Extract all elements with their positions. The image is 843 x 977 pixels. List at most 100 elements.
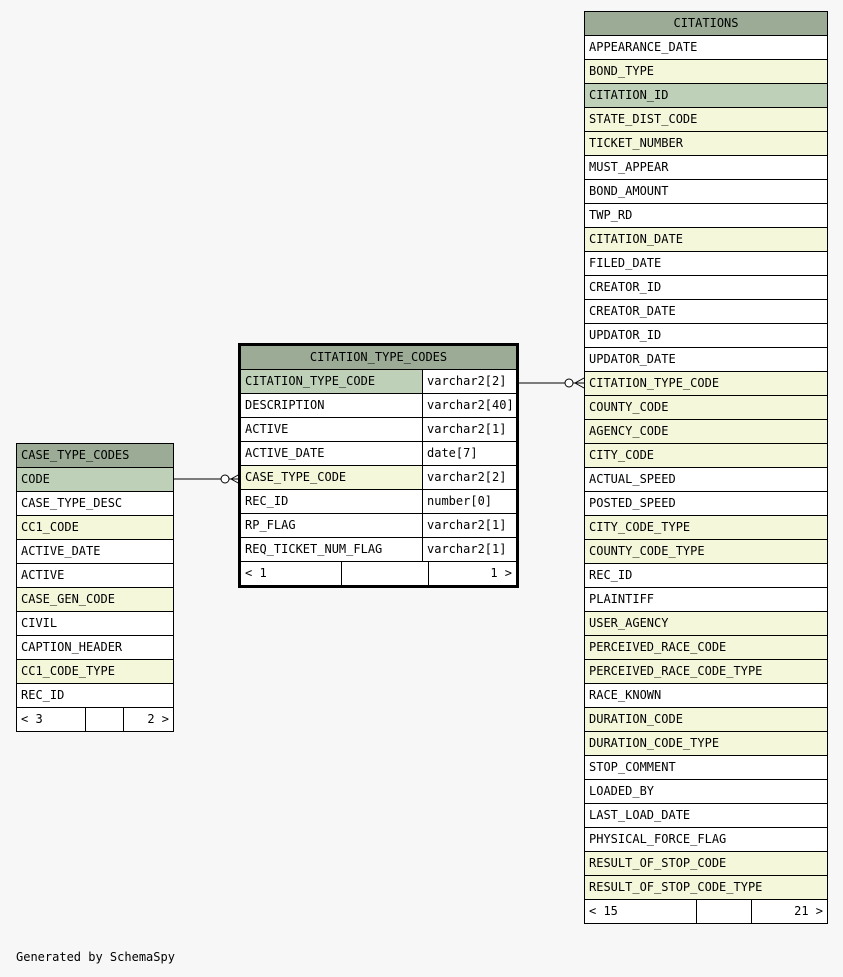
column-row-physical-force-flag[interactable]: PHYSICAL_FORCE_FLAG [585, 828, 827, 852]
column-name: ACTIVE_DATE [245, 446, 325, 460]
column-row-result-of-stop-code[interactable]: RESULT_OF_STOP_CODE [585, 852, 827, 876]
column-row-active-date[interactable]: ACTIVE_DATE date[7] [241, 442, 516, 466]
column-row-duration-code-type[interactable]: DURATION_CODE_TYPE [585, 732, 827, 756]
column-row-active[interactable]: ACTIVE [17, 564, 173, 588]
column-type: date[7] [422, 442, 516, 465]
column-name: CITATION_TYPE_CODE [589, 376, 720, 390]
column-row-perceived-race-code[interactable]: PERCEIVED_RACE_CODE [585, 636, 827, 660]
column-row-bond-type[interactable]: BOND_TYPE [585, 60, 827, 84]
children-count[interactable]: 21 > [751, 900, 827, 923]
column-row-updator-date[interactable]: UPDATOR_DATE [585, 348, 827, 372]
column-name: ACTIVE [21, 568, 65, 582]
column-row-citation-id[interactable]: CITATION_ID [585, 84, 827, 108]
column-type: varchar2[1] [422, 418, 516, 441]
column-name: DURATION_CODE [589, 712, 683, 726]
column-row-filed-date[interactable]: FILED_DATE [585, 252, 827, 276]
column-row-updator-id[interactable]: UPDATOR_ID [585, 324, 827, 348]
column-name: USER_AGENCY [589, 616, 669, 630]
column-name: PHYSICAL_FORCE_FLAG [589, 832, 727, 846]
children-count[interactable]: 1 > [428, 562, 516, 585]
column-row-city-code[interactable]: CITY_CODE [585, 444, 827, 468]
table-footer: < 3 2 > [17, 708, 173, 731]
column-row-caption-header[interactable]: CAPTION_HEADER [17, 636, 173, 660]
column-row-state-dist-code[interactable]: STATE_DIST_CODE [585, 108, 827, 132]
column-name: CIVIL [21, 616, 58, 630]
column-name: TWP_RD [589, 208, 633, 222]
column-row-race-known[interactable]: RACE_KNOWN [585, 684, 827, 708]
column-name: APPEARANCE_DATE [589, 40, 698, 54]
column-row-county-code[interactable]: COUNTY_CODE [585, 396, 827, 420]
column-row-result-of-stop-code-type[interactable]: RESULT_OF_STOP_CODE_TYPE [585, 876, 827, 900]
column-name: CASE_GEN_CODE [21, 592, 115, 606]
column-row-stop-comment[interactable]: STOP_COMMENT [585, 756, 827, 780]
column-row-creator-date[interactable]: CREATOR_DATE [585, 300, 827, 324]
column-row-description[interactable]: DESCRIPTION varchar2[40] [241, 394, 516, 418]
column-name: DURATION_CODE_TYPE [589, 736, 720, 750]
column-row-duration-code[interactable]: DURATION_CODE [585, 708, 827, 732]
column-row-loaded-by[interactable]: LOADED_BY [585, 780, 827, 804]
footer-spacer [341, 562, 428, 585]
column-row-appearance-date[interactable]: APPEARANCE_DATE [585, 36, 827, 60]
parents-count[interactable]: < 15 [589, 904, 618, 918]
column-row-citation-type-code[interactable]: CITATION_TYPE_CODE [585, 372, 827, 396]
column-row-case-gen-code[interactable]: CASE_GEN_CODE [17, 588, 173, 612]
column-type: varchar2[1] [422, 514, 516, 537]
column-type: varchar2[40] [422, 394, 516, 417]
column-row-cc1-code[interactable]: CC1_CODE [17, 516, 173, 540]
generated-by-credit: Generated by SchemaSpy [16, 950, 175, 964]
column-row-rp-flag[interactable]: RP_FLAG varchar2[1] [241, 514, 516, 538]
column-type: varchar2[2] [422, 466, 516, 489]
column-row-ticket-number[interactable]: TICKET_NUMBER [585, 132, 827, 156]
table-title[interactable]: CITATION_TYPE_CODES [241, 346, 516, 370]
table-title[interactable]: CITATIONS [585, 12, 827, 36]
column-row-code[interactable]: CODE [17, 468, 173, 492]
column-type: varchar2[1] [422, 538, 516, 561]
column-name: RACE_KNOWN [589, 688, 662, 702]
column-row-active-date[interactable]: ACTIVE_DATE [17, 540, 173, 564]
parents-count[interactable]: < 1 [245, 566, 267, 580]
column-row-case-type-desc[interactable]: CASE_TYPE_DESC [17, 492, 173, 516]
column-row-actual-speed[interactable]: ACTUAL_SPEED [585, 468, 827, 492]
column-name: CREATOR_ID [589, 280, 662, 294]
column-row-cc1-code-type[interactable]: CC1_CODE_TYPE [17, 660, 173, 684]
column-row-rec-id[interactable]: REC_ID [585, 564, 827, 588]
column-row-must-appear[interactable]: MUST_APPEAR [585, 156, 827, 180]
column-row-creator-id[interactable]: CREATOR_ID [585, 276, 827, 300]
parents-count[interactable]: < 3 [21, 712, 43, 726]
column-row-posted-speed[interactable]: POSTED_SPEED [585, 492, 827, 516]
table-title[interactable]: CASE_TYPE_CODES [17, 444, 173, 468]
edge-citation-type-codes-to-case-type-codes[interactable] [174, 473, 241, 485]
column-row-civil[interactable]: CIVIL [17, 612, 173, 636]
column-row-city-code-type[interactable]: CITY_CODE_TYPE [585, 516, 827, 540]
column-name: STOP_COMMENT [589, 760, 676, 774]
column-name: LAST_LOAD_DATE [589, 808, 691, 822]
column-row-citation-date[interactable]: CITATION_DATE [585, 228, 827, 252]
children-count[interactable]: 2 > [123, 708, 173, 731]
column-row-rec-id[interactable]: REC_ID [17, 684, 173, 708]
column-name: RESULT_OF_STOP_CODE [589, 856, 727, 870]
column-type: varchar2[2] [422, 370, 516, 393]
column-row-plaintiff[interactable]: PLAINTIFF [585, 588, 827, 612]
column-row-last-load-date[interactable]: LAST_LOAD_DATE [585, 804, 827, 828]
edge-citations-to-citation-type-codes[interactable] [517, 377, 585, 389]
column-row-perceived-race-code-type[interactable]: PERCEIVED_RACE_CODE_TYPE [585, 660, 827, 684]
column-name: PERCEIVED_RACE_CODE_TYPE [589, 664, 763, 678]
column-row-twp-rd[interactable]: TWP_RD [585, 204, 827, 228]
column-row-agency-code[interactable]: AGENCY_CODE [585, 420, 827, 444]
column-row-user-agency[interactable]: USER_AGENCY [585, 612, 827, 636]
table-footer: < 1 1 > [241, 562, 516, 585]
column-row-county-code-type[interactable]: COUNTY_CODE_TYPE [585, 540, 827, 564]
column-name: RP_FLAG [245, 518, 296, 532]
column-row-bond-amount[interactable]: BOND_AMOUNT [585, 180, 827, 204]
column-name: DESCRIPTION [245, 398, 325, 412]
